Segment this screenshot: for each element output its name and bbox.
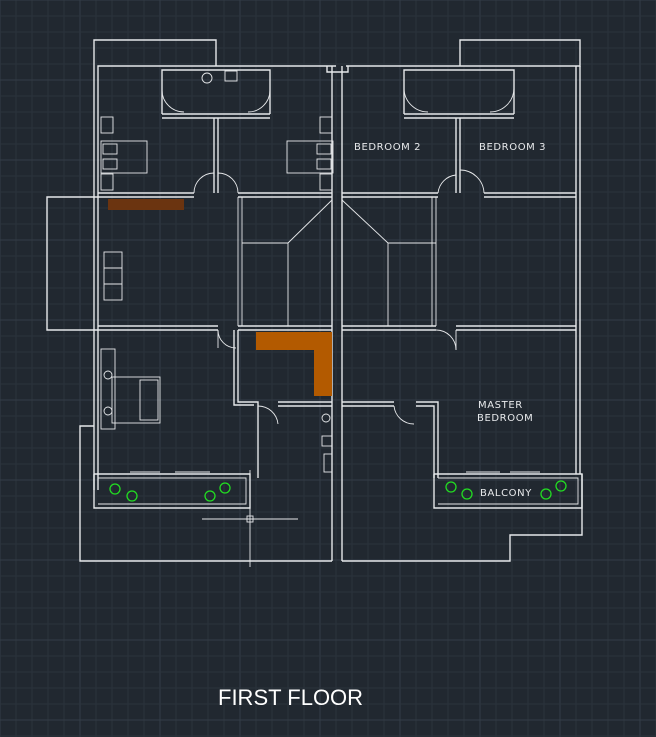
drawing-title: FIRST FLOOR: [218, 685, 363, 710]
master-bedroom-label-line2: BEDROOM: [477, 413, 533, 424]
stair-flight-left: [314, 332, 332, 396]
plants: [109, 480, 567, 502]
master-bedroom-label-line1: MASTER: [478, 400, 523, 411]
balcony-left: [93, 471, 251, 509]
interior-walls: [98, 69, 576, 478]
cad-crosshair: [202, 470, 298, 567]
building-outline: [46, 39, 583, 562]
balcony-label: BALCONY: [480, 488, 532, 499]
stair-landing-left: [256, 332, 332, 350]
staircase: [242, 199, 436, 396]
bedroom-3-label: BEDROOM 3: [479, 142, 546, 153]
bedroom-2-label: BEDROOM 2: [354, 142, 421, 153]
door-swings: [161, 87, 515, 425]
counter: [108, 199, 184, 210]
furniture: [100, 70, 334, 473]
balcony-right: [433, 471, 583, 509]
